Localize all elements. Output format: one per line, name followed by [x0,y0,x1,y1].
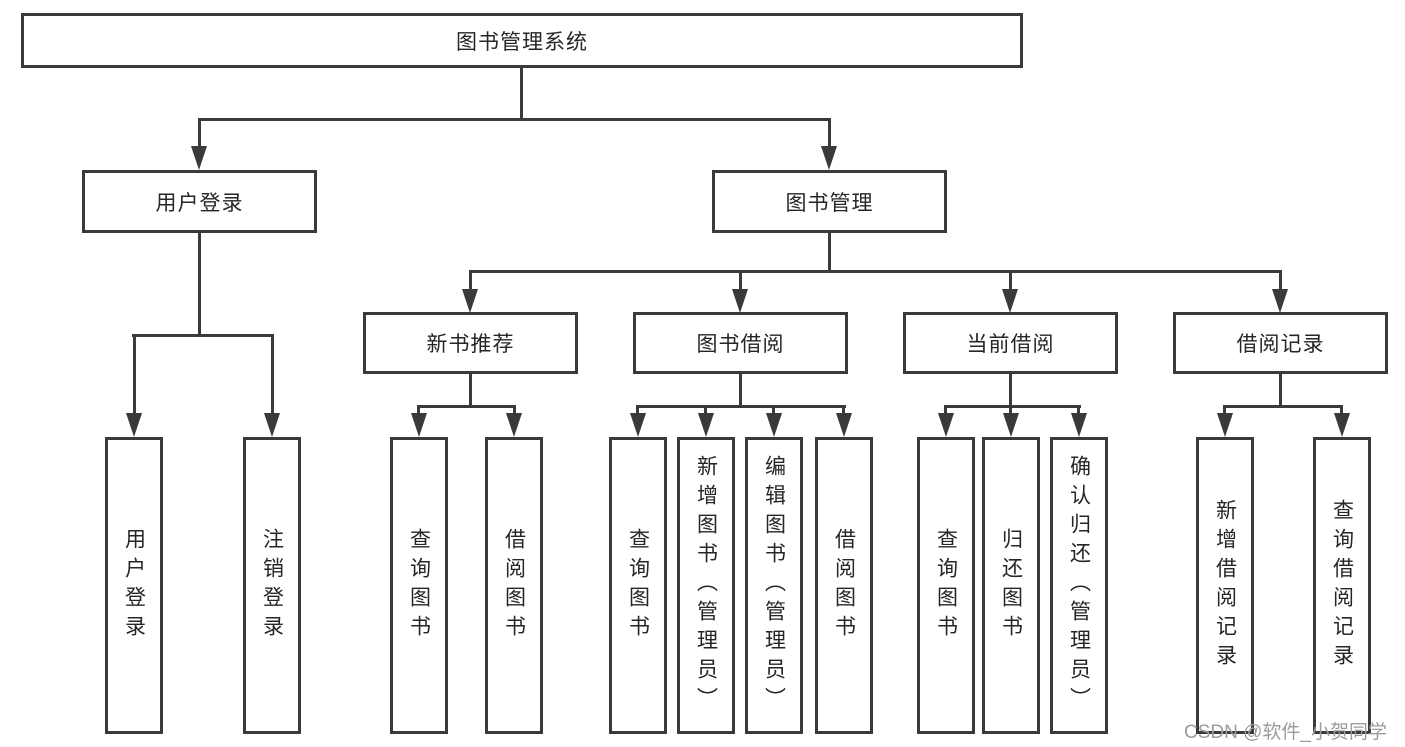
arrow-down-icon [462,289,478,313]
connector-line [1009,373,1012,407]
leaf-edit-book-admin: 编辑图书（管理员） [745,437,803,734]
node-label: 查询图书 [407,527,431,644]
node-new-book-recommend: 新书推荐 [363,312,578,374]
node-borrow-records: 借阅记录 [1173,312,1388,374]
connector-line [772,405,775,417]
connector-line [636,405,639,417]
arrow-down-icon [836,413,852,437]
connector-line [1009,405,1012,417]
leaf-logout: 注销登录 [243,437,301,734]
node-label: 新增借阅记录 [1213,498,1237,673]
arrow-down-icon [1071,413,1087,437]
node-label: 归还图书 [999,527,1023,644]
arrow-down-icon [698,413,714,437]
connector-line [1279,373,1282,407]
node-label: 新增图书（管理员） [694,455,718,716]
leaf-add-book-admin: 新增图书（管理员） [677,437,735,734]
arrow-down-icon [821,146,837,170]
connector-line [417,405,516,408]
arrow-down-icon [264,413,280,437]
leaf-confirm-return-admin: 确认归还（管理员） [1050,437,1108,734]
node-label: 用户登录 [122,527,146,644]
leaf-query-books-3: 查询图书 [917,437,975,734]
connector-line [828,232,831,273]
connector-line [739,373,742,407]
node-label: 确认归还（管理员） [1067,455,1091,716]
arrow-down-icon [1272,289,1288,313]
node-label: 查询借阅记录 [1330,498,1354,673]
connector-line [1279,270,1282,296]
node-label: 新书推荐 [426,333,515,356]
node-label: 借阅图书 [502,527,526,644]
arrow-down-icon [411,413,427,437]
arrow-down-icon [1334,413,1350,437]
arrow-down-icon [732,289,748,313]
leaf-query-books-1: 查询图书 [390,437,448,734]
connector-line [842,405,845,417]
connector-line [469,373,472,407]
connector-line [739,270,742,296]
connector-line [636,405,846,408]
connector-line [1077,405,1080,417]
connector-line [944,405,947,417]
node-book-management: 图书管理 [712,170,947,233]
arrow-down-icon [938,413,954,437]
leaf-borrow-books-2: 借阅图书 [815,437,873,734]
node-label: 借阅图书 [832,527,856,644]
csdn-watermark: CSDN @软件_小贺同学 [1184,722,1387,743]
node-user-login: 用户登录 [82,170,317,233]
node-book-borrow: 图书借阅 [633,312,848,374]
leaf-query-books-2: 查询图书 [609,437,667,734]
connector-line [520,67,523,120]
node-label: 查询图书 [626,527,650,644]
node-library-management-system: 图书管理系统 [21,13,1023,68]
node-label: 查询图书 [934,527,958,644]
connector-line [944,405,1081,408]
node-label: 用户登录 [155,191,244,215]
arrow-down-icon [126,413,142,437]
arrow-down-icon [1003,413,1019,437]
connector-line [513,405,516,417]
node-label: 当前借阅 [966,333,1055,356]
node-label: 图书借阅 [696,333,785,356]
connector-line [1223,405,1343,408]
arrow-down-icon [1002,289,1018,313]
connector-line [828,118,831,152]
leaf-query-borrow-record: 查询借阅记录 [1313,437,1371,734]
connector-line [469,270,1282,273]
connector-line [271,334,274,416]
connector-line [469,270,472,296]
arrow-down-icon [630,413,646,437]
node-label: 图书管理 [785,191,874,215]
leaf-return-book: 归还图书 [982,437,1040,734]
arrow-down-icon [766,413,782,437]
connector-line [1009,270,1012,296]
node-label: 注销登录 [260,527,284,644]
connector-line [132,334,274,337]
connector-line [133,334,136,416]
node-label: 图书管理系统 [456,30,588,54]
connector-line [1223,405,1226,417]
node-current-borrow: 当前借阅 [903,312,1118,374]
arrow-down-icon [1217,413,1233,437]
leaf-add-borrow-record: 新增借阅记录 [1196,437,1254,734]
node-label: 借阅记录 [1236,333,1325,356]
connector-line [198,232,201,337]
arrow-down-icon [506,413,522,437]
leaf-user-login: 用户登录 [105,437,163,734]
node-label: 编辑图书（管理员） [762,455,786,716]
connector-line [704,405,707,417]
leaf-borrow-books-1: 借阅图书 [485,437,543,734]
connector-line [198,118,201,152]
arrow-down-icon [191,146,207,170]
connector-line [198,118,831,121]
connector-line [1340,405,1343,417]
connector-line [417,405,420,417]
